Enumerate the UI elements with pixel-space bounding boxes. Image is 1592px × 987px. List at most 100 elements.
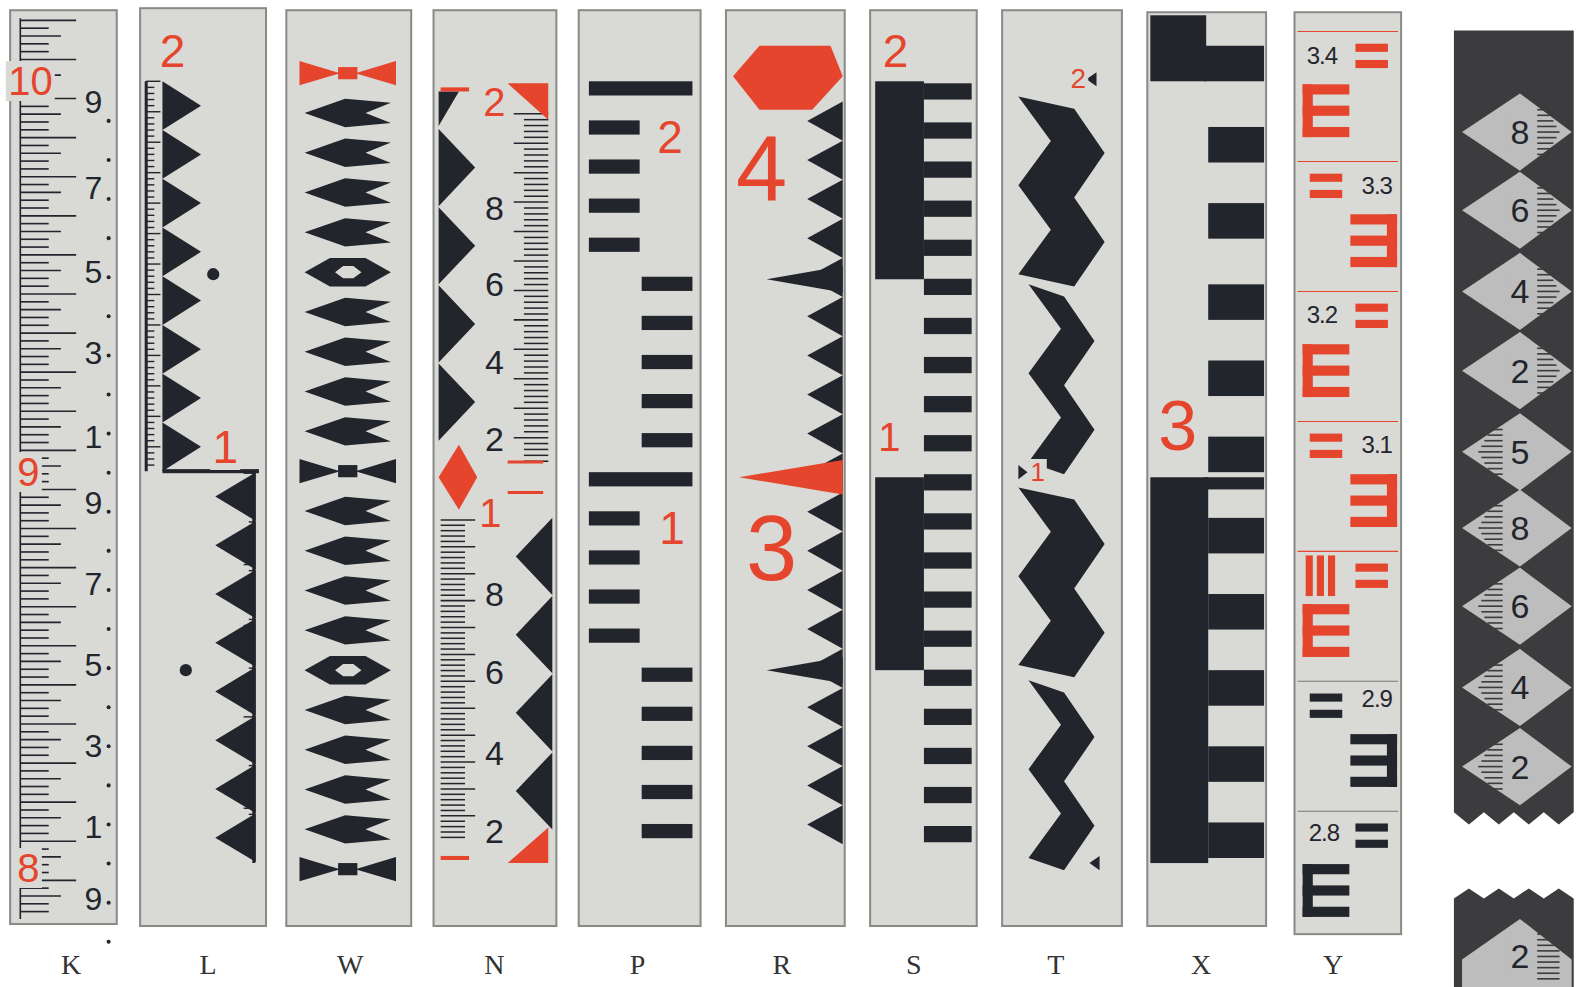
dart	[305, 616, 391, 644]
hatch	[514, 378, 549, 380]
hatch	[441, 632, 465, 634]
e-mark	[1303, 625, 1350, 635]
hatch	[1484, 617, 1502, 619]
rod-bar	[1208, 670, 1264, 706]
scale-tick	[249, 600, 254, 601]
rod-bar	[642, 707, 693, 721]
scale-tick	[249, 680, 254, 681]
tooth	[162, 276, 201, 325]
hatch	[1537, 313, 1547, 315]
scale-tick	[20, 332, 76, 334]
hatch	[441, 568, 465, 570]
tooth	[215, 667, 256, 716]
hatch	[1494, 633, 1503, 635]
hatch	[1478, 766, 1502, 768]
hatch	[441, 761, 476, 763]
hatch	[1537, 142, 1553, 144]
hatch	[1537, 268, 1547, 270]
hatch	[441, 562, 465, 564]
hatch	[1490, 628, 1502, 630]
hatch	[1537, 274, 1550, 276]
rod-number: 5	[83, 649, 105, 681]
scale-tick	[20, 770, 48, 772]
rod-bar	[924, 396, 972, 412]
scale-tick	[146, 464, 154, 465]
rod-face	[1002, 10, 1122, 926]
hatch	[441, 740, 465, 742]
dart	[305, 497, 391, 525]
rod-number: 8	[1508, 511, 1531, 545]
rod-face	[10, 10, 117, 924]
rod-bar	[642, 394, 693, 408]
rod-bar	[642, 433, 693, 447]
hatch	[441, 767, 465, 769]
scale-tick	[20, 825, 48, 827]
bar-pair	[1355, 564, 1387, 572]
hatch	[1537, 204, 1556, 206]
hatch	[1537, 319, 1544, 321]
tooth	[162, 179, 201, 228]
hatch	[441, 691, 465, 693]
hatch	[1537, 263, 1544, 265]
hatch	[441, 573, 476, 575]
division-line	[1298, 161, 1399, 162]
column-letter: Y	[1321, 951, 1345, 979]
hatch	[1537, 137, 1556, 139]
scale-tick	[20, 426, 61, 428]
scale-tick	[146, 306, 154, 307]
scale-tick	[20, 575, 48, 577]
hatch	[1478, 527, 1502, 529]
rod-number: 9	[83, 883, 105, 915]
hatch	[1537, 103, 1544, 105]
hatch	[524, 207, 548, 209]
hatch	[524, 243, 548, 245]
hatch	[1537, 296, 1556, 298]
scale-tick	[20, 840, 76, 842]
scale-tick	[20, 137, 76, 139]
hatch	[1490, 709, 1502, 711]
column-letter: T	[1045, 951, 1066, 979]
rod-number: 3.1	[1360, 433, 1394, 457]
hatch	[1537, 131, 1559, 133]
hatch	[1481, 771, 1502, 773]
hatch	[1487, 468, 1502, 470]
scale-tick	[20, 833, 48, 835]
scale-tick	[146, 300, 154, 301]
scale-tick	[20, 356, 48, 358]
e-mark	[1350, 257, 1397, 267]
hatch	[1494, 423, 1503, 425]
scale-tick	[20, 559, 48, 561]
scale-tick	[20, 614, 48, 616]
rod-bar	[642, 824, 693, 838]
scale-tick	[249, 643, 254, 644]
rod-bar	[924, 748, 972, 764]
scale-dot	[107, 862, 111, 866]
diamond	[1462, 649, 1572, 726]
scale-tick	[244, 777, 254, 778]
hatch	[441, 826, 465, 828]
tooth	[516, 518, 553, 595]
scale-tick	[146, 422, 154, 423]
scale-tick	[249, 588, 254, 589]
scale-tick	[20, 528, 76, 530]
rod-number: 6	[483, 267, 506, 301]
rod-bar	[589, 159, 640, 173]
scale-tick	[20, 364, 48, 366]
tooth	[439, 91, 459, 126]
index-triangle	[508, 828, 549, 864]
scale-tick	[20, 145, 48, 147]
hatch	[1537, 939, 1559, 941]
hatch	[441, 756, 465, 758]
column-letter: N	[482, 951, 506, 979]
e-mark	[1303, 387, 1350, 397]
rod-bar	[589, 511, 640, 525]
scale-tick	[20, 262, 48, 264]
hatch	[524, 266, 548, 268]
e-mark	[1303, 907, 1350, 917]
scale-tick	[20, 543, 61, 545]
scale-dot	[107, 705, 111, 709]
e-mark	[1350, 517, 1397, 527]
e-mark	[1350, 474, 1397, 484]
scale-tick	[20, 278, 48, 280]
